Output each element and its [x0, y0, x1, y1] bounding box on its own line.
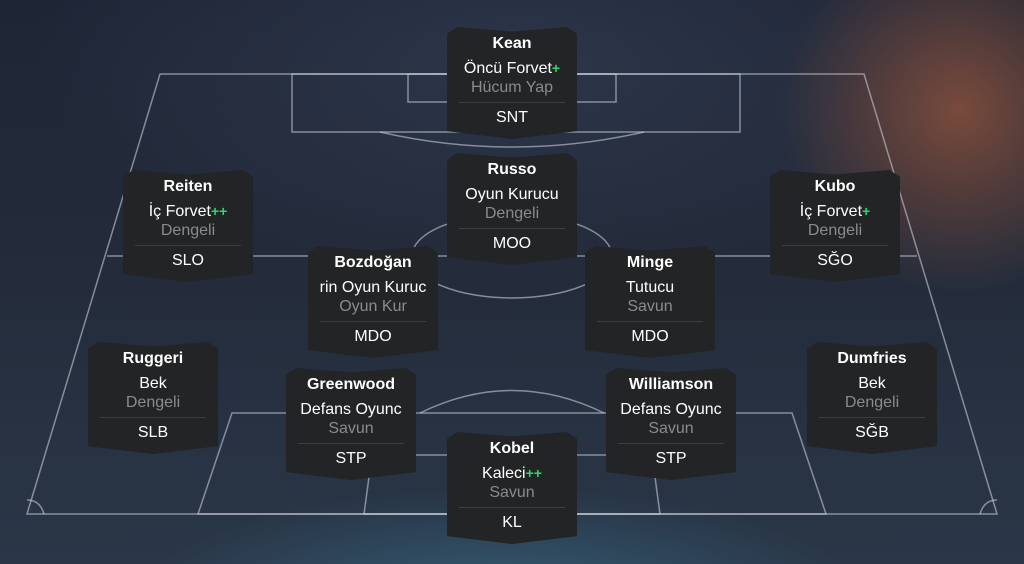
player-position: MDO: [631, 328, 669, 345]
player-name: Reiten: [163, 178, 213, 195]
player-card-williamson[interactable]: Williamson Defans Oyunc Savun STP: [606, 368, 736, 480]
plus-icon: ++: [210, 203, 228, 219]
player-duty: Dengeli: [807, 222, 863, 239]
divider: [320, 321, 426, 322]
player-duty: Dengeli: [125, 394, 181, 411]
divider: [819, 417, 925, 418]
player-role: Kaleci++: [482, 465, 542, 482]
player-duty: Dengeli: [844, 394, 900, 411]
player-name: Dumfries: [837, 350, 907, 367]
player-role: Oyun Kurucu: [465, 186, 559, 203]
player-card-greenwood[interactable]: Greenwood Defans Oyunc Savun STP: [286, 368, 416, 480]
divider: [459, 228, 565, 229]
player-position: MOO: [492, 235, 532, 252]
player-position: KL: [502, 514, 522, 531]
divider: [597, 321, 703, 322]
player-name: Williamson: [628, 376, 714, 393]
player-duty: Dengeli: [160, 222, 216, 239]
divider: [618, 443, 724, 444]
player-role: Bek: [139, 375, 167, 392]
plus-icon: +: [551, 60, 561, 76]
player-card-reiten[interactable]: Reiten İç Forvet++ Dengeli SLO: [123, 170, 253, 282]
player-position: STP: [655, 450, 687, 467]
player-position: SĞB: [855, 424, 889, 441]
player-position: STP: [335, 450, 367, 467]
player-card-russo[interactable]: Russo Oyun Kurucu Dengeli MOO: [447, 153, 577, 265]
player-card-kubo[interactable]: Kubo İç Forvet+ Dengeli SĞO: [770, 170, 900, 282]
divider: [100, 417, 206, 418]
player-role: İç Forvet+: [799, 203, 871, 220]
plus-icon: ++: [525, 465, 542, 481]
player-role: Öncü Forvet+: [463, 60, 561, 77]
divider: [298, 443, 404, 444]
player-role: Tutucu: [625, 279, 675, 296]
player-card-dumfries[interactable]: Dumfries Bek Dengeli SĞB: [807, 342, 937, 454]
player-role: Defans Oyunc: [620, 401, 722, 418]
player-duty: Savun: [489, 484, 535, 501]
player-name: Ruggeri: [122, 350, 184, 367]
player-duty: Oyun Kur: [339, 298, 407, 315]
player-card-bozdogan[interactable]: Bozdoğan rin Oyun Kuruc Oyun Kur MDO: [308, 246, 438, 358]
player-position: SLB: [137, 424, 169, 441]
player-card-kean[interactable]: Kean Öncü Forvet+ Hücum Yap SNT: [447, 27, 577, 139]
player-duty: Savun: [328, 420, 374, 437]
player-name: Kobel: [489, 440, 535, 457]
divider: [135, 245, 241, 246]
player-duty: Dengeli: [484, 205, 540, 222]
divider: [782, 245, 888, 246]
player-role: Defans Oyunc: [300, 401, 402, 418]
player-name: Minge: [626, 254, 674, 271]
player-name: Bozdoğan: [334, 254, 412, 271]
plus-icon: +: [862, 203, 871, 219]
player-duty: Savun: [627, 298, 673, 315]
player-duty: Hücum Yap: [470, 79, 554, 96]
player-name: Kean: [492, 35, 532, 52]
player-position: SNT: [496, 109, 528, 126]
player-name: Russo: [487, 161, 537, 178]
player-position: SLO: [171, 252, 204, 269]
player-name: Greenwood: [306, 376, 395, 393]
divider: [459, 102, 565, 103]
player-role: Bek: [858, 375, 886, 392]
divider: [459, 507, 565, 508]
player-duty: Savun: [648, 420, 694, 437]
player-position: MDO: [354, 328, 392, 345]
player-role: rin Oyun Kuruc: [319, 279, 427, 296]
player-position: SĞO: [817, 252, 853, 269]
player-name: Kubo: [814, 178, 856, 195]
player-card-kobel[interactable]: Kobel Kaleci++ Savun KL: [447, 432, 577, 544]
player-card-minge[interactable]: Minge Tutucu Savun MDO: [585, 246, 715, 358]
player-card-ruggeri[interactable]: Ruggeri Bek Dengeli SLB: [88, 342, 218, 454]
player-role: İç Forvet++: [148, 203, 228, 220]
